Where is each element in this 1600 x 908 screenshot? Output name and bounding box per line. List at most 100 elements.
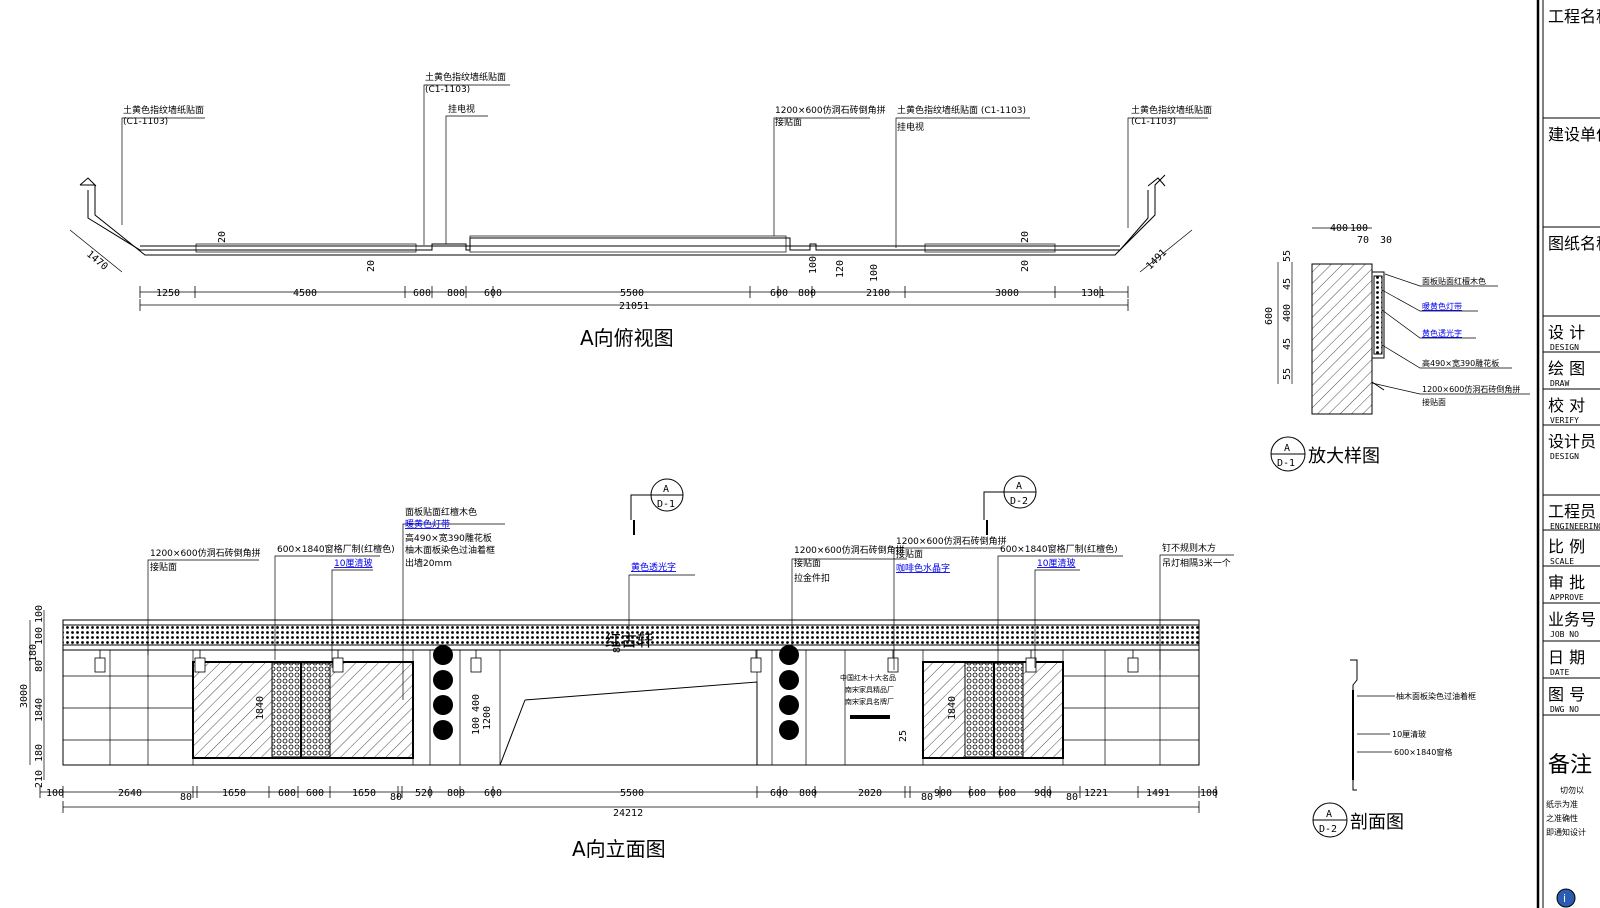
elev-dim: 520: [415, 788, 433, 799]
title-block-row-label: 日 期: [1548, 648, 1585, 667]
section-title: 剖面图: [1350, 812, 1404, 833]
elev-label-blue: 10厘清玻: [1037, 557, 1075, 569]
plan-title: A向俯视图: [580, 326, 674, 350]
section-callout-top: A: [1326, 809, 1332, 820]
plan-label-wall-center-2: (C1-1103): [425, 85, 470, 95]
detail-side: 400: [1282, 304, 1293, 322]
detail-top: 400: [1330, 223, 1348, 234]
elev-leader: [997, 555, 1123, 665]
plan-label-tv: 挂电视: [448, 103, 475, 115]
elev-leader: [791, 558, 907, 650]
detail-carved: [1373, 275, 1383, 355]
elev-label: 面板贴面红檀木色: [405, 506, 477, 518]
plan-wall-outer: [80, 174, 1166, 256]
black-light: [779, 720, 799, 740]
plan-dim: 800: [447, 288, 465, 299]
elev-label: 600×1840窗格厂制(红檀色): [277, 543, 395, 555]
title-block-row-label: 比 例: [1548, 537, 1585, 556]
plan-label-stone-2: 接贴面: [775, 116, 802, 128]
plan-label-wall-right-2: (C1-1103): [1131, 117, 1176, 127]
plan-panel-left: [195, 243, 417, 253]
elev-leader: [1034, 569, 1080, 668]
info-icon[interactable]: [1556, 888, 1576, 908]
detail-callout-bottom: D-1: [1277, 458, 1295, 469]
title-block-row-en: DESIGN: [1550, 343, 1579, 352]
elev-inner-dim: 100: [471, 717, 482, 735]
sign-text: 红古轩: [605, 631, 653, 650]
note-line: 之准确性: [1546, 813, 1578, 823]
elev-label: 1200×600仿洞石砖倒角拼: [794, 544, 905, 556]
black-light: [433, 645, 453, 665]
elevation-title: A向立面图: [572, 837, 666, 861]
note-line: 纸示为准: [1546, 799, 1578, 809]
elev-dim: 600: [968, 788, 986, 799]
detail-label: 面板贴面红檀木色: [1422, 276, 1486, 286]
plan-label-wall-right-1: 土黄色指纹墙纸贴面: [1131, 104, 1212, 116]
elev-inner-dim: 400: [471, 694, 482, 712]
elev-dim: 600: [770, 788, 788, 799]
plan-leader-tv: [445, 115, 488, 244]
title-block-row-en: DRAW: [1550, 379, 1569, 388]
plan-label-tv2: 挂电视: [897, 121, 924, 133]
plan-side-dim-left: [69, 229, 123, 273]
section-view: 柚木面板染色过油着框 10厘清玻 600×1840窗格 A D-2 剖面图: [1312, 659, 1476, 838]
title-block-row-label: 设 计: [1548, 323, 1585, 342]
plan-label-wall-left-2: (C1-1103): [123, 117, 168, 127]
elev-dim: 80: [180, 792, 192, 803]
elev-dim: 1491: [1146, 788, 1170, 799]
plan-side-dim-right: [1139, 229, 1193, 273]
elev-label-blue: 暖黄色灯带: [405, 518, 450, 530]
title-block-row-label: 图纸名称: [1548, 234, 1600, 253]
elev-dim: 900: [1034, 788, 1052, 799]
logo-text-1: 中国红木十大名品: [840, 673, 896, 682]
title-block-row-en: SCALE: [1550, 557, 1574, 566]
cornice-top: [62, 619, 1200, 626]
plan-side-left: 1470: [84, 249, 110, 273]
black-light: [779, 645, 799, 665]
detail-base: [1371, 358, 1385, 391]
elev-total: 24212: [613, 808, 643, 819]
elev-vdim: 1840: [34, 698, 45, 722]
section-label: 600×1840窗格: [1394, 747, 1452, 757]
elev-label: 出墙20mm: [405, 557, 452, 569]
plan-dim: 3000: [995, 288, 1019, 299]
plan-label-stone-1: 1200×600仿洞石砖倒角拼: [775, 104, 886, 116]
title-block-row-label: 校 对: [1548, 396, 1585, 415]
detail-top: 70: [1357, 235, 1369, 246]
title-block-row-en: DWG NO: [1550, 705, 1579, 714]
elev-label: 600×1840窗格厂制(红檀色): [1000, 543, 1118, 555]
elev-vdim: 3000: [19, 684, 30, 708]
plan-wall-inner: [87, 190, 1149, 251]
detail-enlarged: 400 100 70 30 600 55 45 400 45 55 面板贴面红檀…: [1264, 223, 1530, 472]
elev-leader: [628, 574, 695, 630]
pendant-lamp: [887, 657, 899, 673]
elev-dim: 2020: [858, 788, 882, 799]
elev-leader: [331, 569, 373, 668]
detail-label-blue: 暖黄色灯带: [1422, 301, 1462, 311]
elev-vdim: 80: [34, 660, 45, 672]
title-block-row-label: 设计员: [1548, 432, 1596, 451]
black-light: [779, 695, 799, 715]
plan-dim-ticks: [139, 286, 1129, 311]
elevation-view: 红古轩 中国红木十大名品 南宋家具精品厂 南宋家具名牌厂 1840 1840 4…: [19, 475, 1234, 861]
title-block-row-en: ENGINEERING: [1550, 522, 1600, 531]
black-light: [433, 695, 453, 715]
pendant-lamp: [750, 657, 762, 673]
elev-dim: 80: [921, 792, 933, 803]
elev-inner-dim: 1840: [255, 696, 266, 720]
plan-panel-right: [924, 243, 1056, 253]
plan-leader-wall-right: [1127, 117, 1208, 228]
elev-dim: 600: [484, 788, 502, 799]
plan-dim: 600: [484, 288, 502, 299]
note-line: 切勿以: [1560, 785, 1584, 795]
detail-wall-hatch: [1311, 263, 1373, 415]
title-block-row-en: JOB NO: [1550, 630, 1579, 639]
pendant-lamp: [332, 657, 344, 673]
detail-leader: [1371, 382, 1530, 395]
elev-label-blue: 咖啡色水晶字: [896, 562, 950, 574]
elev-label: 拉金件扣: [794, 572, 830, 584]
title-block-row-en: VERIFY: [1550, 416, 1579, 425]
plan-small-dim: 100: [808, 256, 819, 274]
elev-dim: 800: [447, 788, 465, 799]
